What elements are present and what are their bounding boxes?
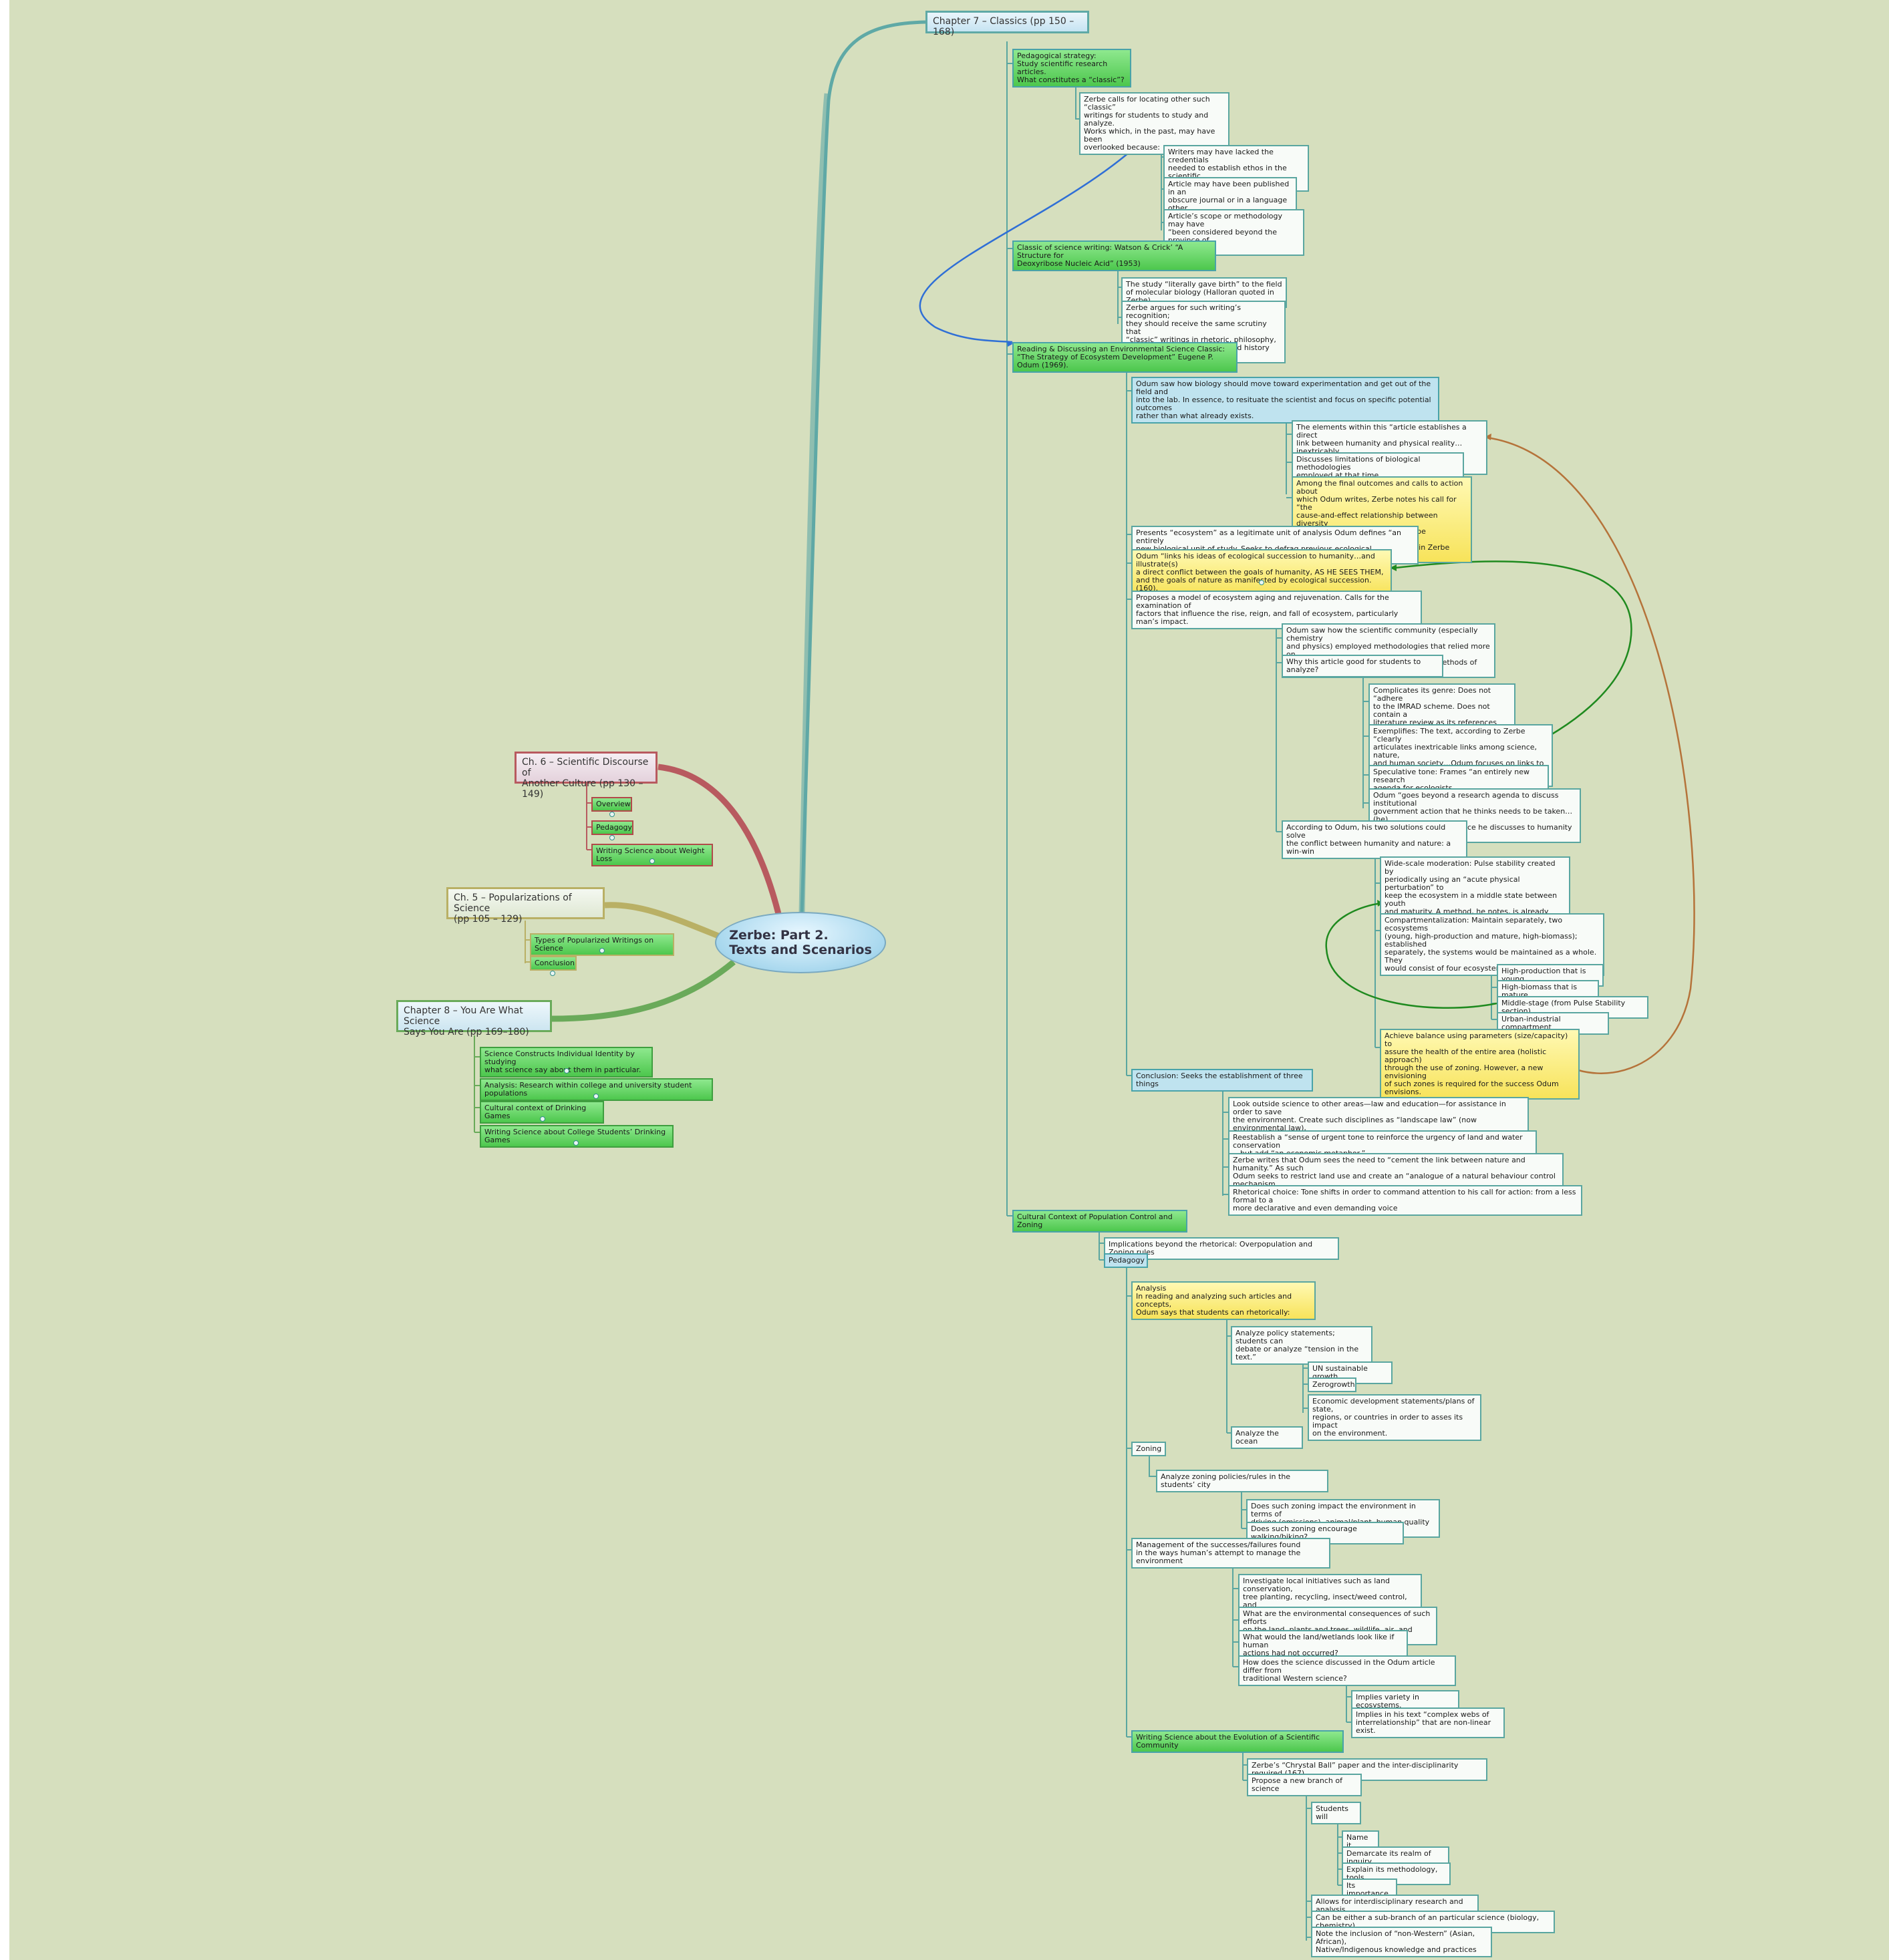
expand-toggle-icon[interactable] — [564, 1068, 569, 1074]
un-sustainable-growth-node[interactable]: UN sustainable growth — [1308, 1361, 1393, 1384]
expand-toggle-icon[interactable] — [609, 835, 615, 840]
zoning-node[interactable]: Zoning — [1131, 1442, 1166, 1456]
window-edge — [0, 0, 9, 1960]
cultural-context-node[interactable]: Cultural Context of Population Control a… — [1012, 1210, 1187, 1233]
students-will-node[interactable]: Students will — [1311, 1802, 1361, 1824]
central-topic-label: Zerbe: Part 2. Texts and Scenarios — [729, 928, 872, 957]
analyze-ocean-node[interactable]: Analyze the ocean — [1231, 1426, 1303, 1449]
scientific-community-node[interactable]: Odum saw how the scientific community (e… — [1282, 623, 1495, 678]
management-node[interactable]: Management of the successes/failures fou… — [1131, 1538, 1330, 1569]
writing-evolution-node[interactable]: Writing Science about the Evolution of a… — [1131, 1730, 1344, 1753]
ch8-analysis-node[interactable]: Analysis: Research within college and un… — [480, 1078, 713, 1101]
rhetorical-choice-node[interactable]: Rhetorical choice: Tone shifts in order … — [1228, 1185, 1582, 1216]
locating-classics-node[interactable]: Zerbe calls for locating other such “cla… — [1079, 92, 1229, 155]
chapter-5-topic[interactable]: Ch. 5 – Popularizations of Science (pp 1… — [446, 887, 605, 925]
expand-toggle-icon[interactable] — [609, 812, 615, 817]
reading-odum-classic-node[interactable]: Reading & Discussing an Environmental Sc… — [1012, 342, 1238, 373]
ch8-writing-science-node[interactable]: Writing Science about College Students’ … — [480, 1125, 674, 1148]
pedagogical-strategy-node[interactable]: Pedagogical strategy: Study scientific r… — [1012, 49, 1131, 88]
odum-biology-lab-node[interactable]: Odum saw how biology should move toward … — [1131, 377, 1439, 424]
ch5-conclusion-node[interactable]: Conclusion — [530, 956, 577, 971]
chapter-7-topic[interactable]: Chapter 7 – Classics (pp 150 – 168) — [925, 11, 1089, 37]
ecosystem-aging-node[interactable]: Proposes a model of ecosystem aging and … — [1131, 591, 1422, 629]
achieve-balance-node[interactable]: Achieve balance using parameters (size/c… — [1380, 1029, 1580, 1100]
science-differ-node[interactable]: How does the science discussed in the Od… — [1238, 1655, 1456, 1686]
complex-webs-node[interactable]: Implies in his text “complex webs of int… — [1351, 1707, 1505, 1738]
expand-toggle-icon[interactable] — [550, 971, 555, 976]
ch6-overview-node[interactable]: Overview — [591, 797, 632, 812]
chapter-8-topic[interactable]: Chapter 8 – You Are What Science Says Yo… — [396, 1000, 552, 1037]
succession-humanity-node[interactable]: Odum “links his ideas of ecological succ… — [1131, 549, 1392, 596]
expand-toggle-icon[interactable] — [599, 948, 605, 953]
walking-biking-node[interactable]: Does such zoning encourage walking/bikin… — [1246, 1522, 1404, 1544]
non-western-node[interactable]: Note the inclusion of “non-Western” (Asi… — [1311, 1927, 1492, 1957]
why-good-node[interactable]: Why this article good for students to an… — [1282, 655, 1443, 677]
ch5-types-node[interactable]: Types of Popularized Writings on Science — [530, 933, 674, 956]
expand-toggle-icon[interactable] — [573, 1140, 579, 1146]
analyze-zoning-node[interactable]: Analyze zoning policies/rules in the stu… — [1156, 1470, 1328, 1492]
pedagogy-node[interactable]: Pedagogy — [1104, 1253, 1148, 1268]
ch8-drinking-games-node[interactable]: Cultural context of Drinking Games — [480, 1101, 604, 1124]
chapter-6-topic[interactable]: Ch. 6 – Scientific Discourse of Another … — [515, 752, 658, 800]
collapse-toggle-icon[interactable] — [1259, 580, 1264, 585]
ch6-pedagogy-node[interactable]: Pedagogy — [591, 820, 633, 835]
analyze-policy-node[interactable]: Analyze policy statements; students can … — [1231, 1326, 1372, 1365]
zerogrowth-node[interactable]: Zerogrowth — [1308, 1377, 1356, 1392]
economic-development-node[interactable]: Economic development statements/plans of… — [1308, 1394, 1481, 1441]
beyond-research-agenda-node[interactable]: Odum “goes beyond a research agenda to d… — [1368, 788, 1581, 843]
watson-crick-node[interactable]: Classic of science writing: Watson & Cri… — [1012, 240, 1216, 271]
analysis-node[interactable]: Analysis In reading and analyzing such a… — [1131, 1281, 1316, 1320]
expand-toggle-icon[interactable] — [540, 1116, 545, 1122]
conclusion-node[interactable]: Conclusion: Seeks the establishment of t… — [1131, 1069, 1313, 1092]
two-solutions-node[interactable]: According to Odum, his two solutions cou… — [1282, 820, 1467, 859]
central-topic[interactable]: Zerbe: Part 2. Texts and Scenarios — [715, 912, 886, 973]
propose-branch-node[interactable]: Propose a new branch of science — [1247, 1774, 1362, 1796]
expand-toggle-icon[interactable] — [593, 1094, 599, 1099]
expand-toggle-icon[interactable] — [649, 858, 655, 864]
